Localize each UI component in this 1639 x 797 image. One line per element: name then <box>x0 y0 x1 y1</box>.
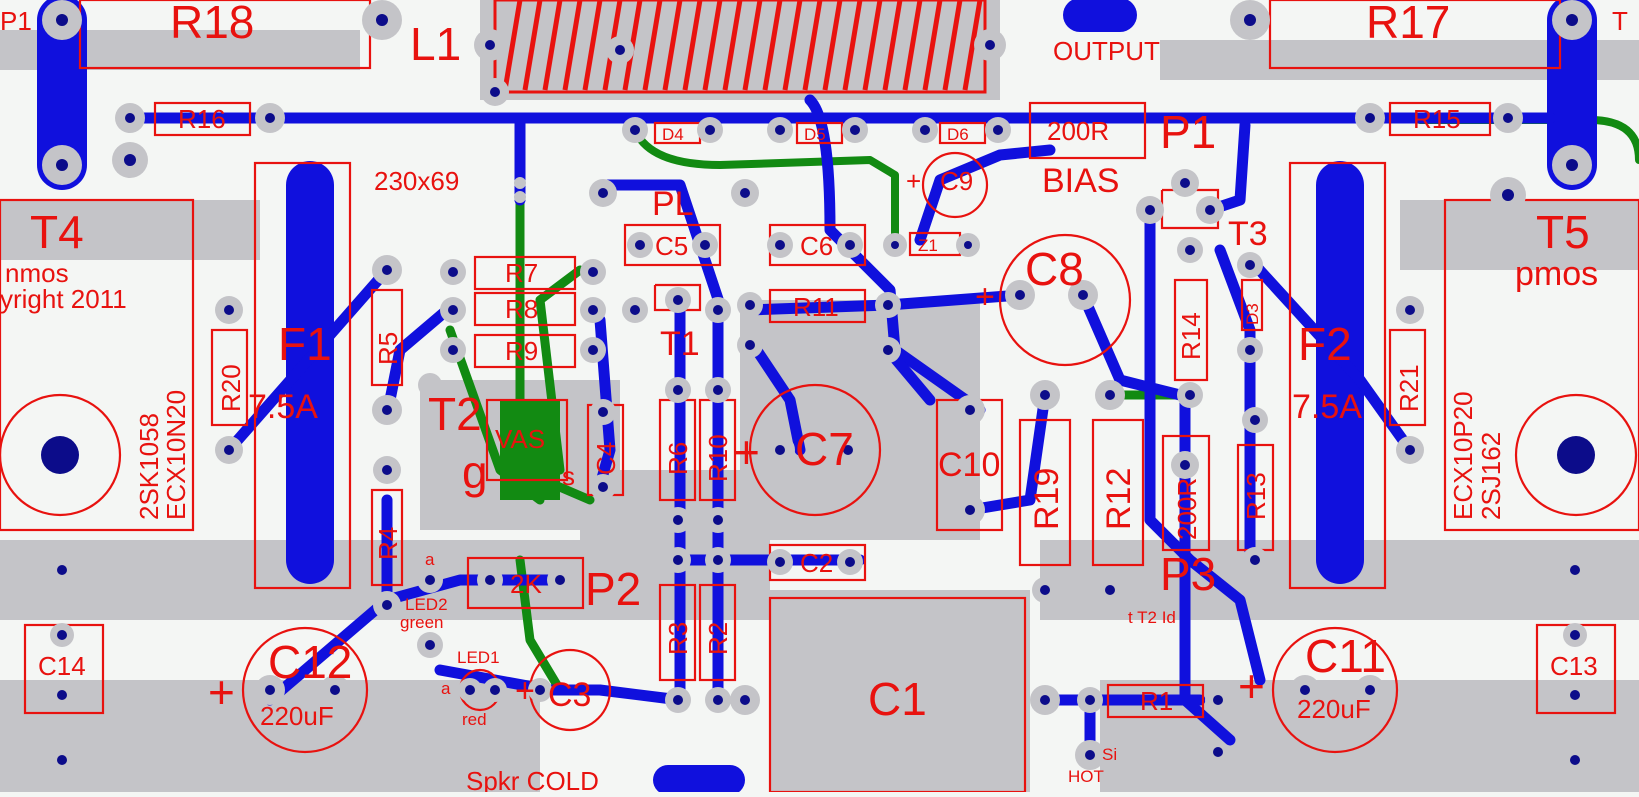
label-p1: P1 <box>1160 106 1216 158</box>
label-vas: VAS <box>495 424 545 454</box>
pads-layer <box>41 0 1595 770</box>
label-plus-c11: + <box>1238 660 1265 712</box>
label-led1: LED1 <box>457 648 500 667</box>
label-c10: C10 <box>938 446 1000 484</box>
label-t5-part1: ECX10P20 <box>1448 391 1478 520</box>
label-t4-part2: ECX10N20 <box>161 390 191 520</box>
label-r10: R10 <box>703 434 733 482</box>
label-p3: P3 <box>1160 548 1216 600</box>
label-r14: R14 <box>1176 312 1206 360</box>
label-r18: R18 <box>170 0 254 48</box>
label-r8: R8 <box>505 294 538 324</box>
label-s: s <box>562 461 575 491</box>
label-red: red <box>462 710 487 729</box>
label-c12: C12 <box>268 636 352 688</box>
label-board-size: 230x69 <box>374 166 459 196</box>
label-t4: T4 <box>30 206 84 258</box>
label-p2: P2 <box>585 563 641 615</box>
label-r2: R2 <box>703 622 733 655</box>
label-r5: R5 <box>373 332 403 365</box>
label-led2: LED2 <box>405 595 448 614</box>
label-r9: R9 <box>505 336 538 366</box>
label-r20: R20 <box>216 364 246 412</box>
label-copyright: yright 2011 <box>0 284 127 314</box>
label-g: g <box>462 446 488 498</box>
label-r3: R3 <box>663 622 693 655</box>
label-l1: L1 <box>410 18 461 70</box>
label-plus-c3: + <box>515 672 535 710</box>
label-t5: T5 <box>1536 206 1590 258</box>
label-z1: Z1 <box>918 236 938 255</box>
label-nmos-partial: nmos <box>5 258 69 288</box>
label-green: green <box>400 613 443 632</box>
label-p1-left: P1 <box>0 6 32 36</box>
label-plus-c7: + <box>733 426 760 478</box>
label-c11-val: 220uF <box>1297 694 1371 724</box>
label-r16: R16 <box>178 104 226 134</box>
label-r7: R7 <box>505 258 538 288</box>
label-c11: C11 <box>1305 630 1386 682</box>
label-a-bottom: a <box>441 679 451 698</box>
label-t-right: T <box>1612 6 1628 36</box>
label-c3: C3 <box>548 676 591 714</box>
label-d6: D6 <box>947 125 969 144</box>
label-t2-id: t T2 Id <box>1128 608 1176 627</box>
label-output: OUTPUT <box>1053 36 1160 66</box>
label-pmos: pmos <box>1515 255 1598 293</box>
label-c7: C7 <box>795 423 854 475</box>
label-pot-200r-top: 200R <box>1047 116 1109 146</box>
label-c4: C4 <box>591 442 621 475</box>
label-r21: R21 <box>1394 364 1424 412</box>
label-fuse2: 7.5A <box>1292 388 1362 426</box>
label-r6: R6 <box>663 442 693 475</box>
label-plus-c9: + <box>906 166 921 196</box>
label-f2: F2 <box>1298 318 1352 370</box>
label-t3: T3 <box>1228 215 1268 253</box>
label-f1: F1 <box>278 318 332 370</box>
label-d4: D4 <box>662 125 684 144</box>
label-t4-part1: 2SK1058 <box>134 413 164 520</box>
label-c1: C1 <box>868 673 927 725</box>
label-fuse1: 7.5A <box>248 388 318 426</box>
label-c14: C14 <box>38 651 86 681</box>
label-pl: PL <box>652 185 694 223</box>
label-c2: C2 <box>800 548 833 578</box>
label-t1: T1 <box>660 325 700 363</box>
label-spkr-cold: Spkr COLD <box>466 766 599 792</box>
label-t2: T2 <box>428 388 482 440</box>
label-c6: C6 <box>800 231 833 261</box>
label-t5-part2: 2SJ162 <box>1476 432 1506 520</box>
label-d5: D5 <box>804 125 826 144</box>
label-r13: R13 <box>1241 472 1271 520</box>
label-c8: C8 <box>1025 243 1084 295</box>
label-r19: R19 <box>1028 468 1066 530</box>
label-d3: D3 <box>1243 303 1262 325</box>
label-plus-c12: + <box>208 666 235 718</box>
label-pot-200r-mid: 200R <box>1172 478 1202 540</box>
label-r12: R12 <box>1100 468 1138 530</box>
label-r4: R4 <box>373 527 403 560</box>
label-si: Si <box>1102 745 1117 764</box>
label-plus-c8: + <box>975 278 995 316</box>
label-c13: C13 <box>1550 651 1598 681</box>
label-r15: R15 <box>1413 104 1461 134</box>
label-r11: R11 <box>793 292 839 322</box>
label-r17: R17 <box>1366 0 1450 48</box>
label-c5: C5 <box>655 231 688 261</box>
label-c12-val: 220uF <box>260 701 334 731</box>
label-c9: C9 <box>940 166 973 196</box>
label-bias: BIAS <box>1042 162 1119 200</box>
label-pot-2k: 2K <box>510 569 542 599</box>
label-a-top: a <box>425 550 435 569</box>
label-r1: R1 <box>1140 686 1173 716</box>
label-hot: HOT <box>1068 767 1104 786</box>
